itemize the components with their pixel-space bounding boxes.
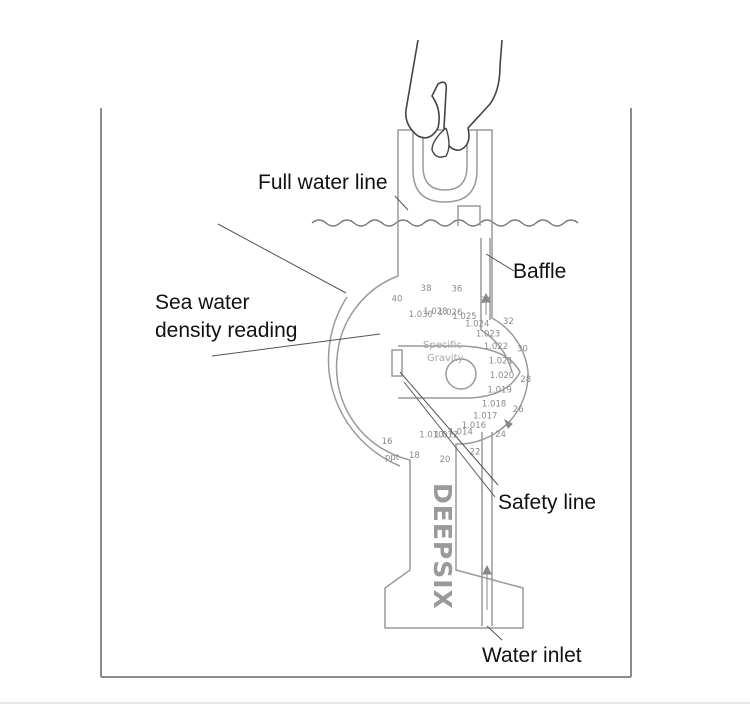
gravity-label: Gravity — [427, 353, 464, 364]
sg-label-13: 1.014 — [449, 428, 473, 438]
ppt-unit: ppt — [385, 453, 400, 463]
sg-label-0: 1.030 — [409, 310, 433, 320]
ppt-label-11: 18 — [409, 451, 420, 461]
ppt-label-7: 26 — [513, 405, 524, 415]
ppt-label-0: 40 — [392, 295, 403, 305]
water-surface — [311, 219, 579, 227]
sg-label-1: 1.028 — [423, 307, 447, 317]
ppt-label-1: 38 — [421, 284, 432, 294]
specific-label: Specific — [423, 340, 462, 351]
hand — [404, 39, 503, 151]
hydrometer-body — [327, 129, 529, 629]
sg-label-7: 1.021 — [489, 356, 513, 366]
ppt-label-9: 22 — [470, 448, 481, 458]
sg-label-15: 1.010 — [419, 430, 443, 440]
ppt-label-5: 30 — [517, 344, 528, 354]
sg-label-11: 1.017 — [473, 411, 497, 421]
label-density-line2: density reading — [155, 319, 298, 342]
label-baffle: Baffle — [513, 260, 567, 283]
flow-arrows — [481, 292, 513, 610]
sg-label-5: 1.023 — [476, 330, 500, 340]
sg-label-10: 1.018 — [482, 399, 506, 409]
sg-label-8: 1.020 — [490, 371, 514, 381]
label-safety-line: Safety line — [498, 491, 597, 514]
sg-label-3: 1.025 — [452, 312, 476, 322]
ppt-label-8: 24 — [495, 430, 506, 440]
tank — [100, 108, 632, 678]
brand-text: DEEPSIX — [428, 483, 457, 610]
ppt-label-12: 16 — [382, 437, 393, 447]
sg-label-9: 1.019 — [488, 386, 512, 396]
ppt-scale: 40 38 36 34 32 30 28 26 24 22 20 18 16 — [382, 284, 532, 465]
ppt-label-6: 28 — [520, 375, 531, 385]
ppt-label-10: 20 — [440, 455, 451, 465]
sg-label-4: 1.024 — [465, 319, 489, 329]
sg-label-2: 1.026 — [438, 308, 462, 318]
ppt-label-2: 36 — [451, 285, 462, 295]
label-water-inlet: Water inlet — [482, 644, 582, 667]
label-full-water-line: Full water line — [258, 171, 388, 194]
ppt-label-3: 34 — [480, 296, 491, 306]
label-density-line1: Sea water — [155, 291, 250, 314]
sg-label-6: 1.022 — [484, 342, 508, 352]
hand-finger — [431, 127, 450, 158]
leader-lines — [211, 195, 515, 641]
sg-label-12: 1.016 — [462, 421, 486, 431]
ppt-label-4: 32 — [503, 317, 514, 327]
